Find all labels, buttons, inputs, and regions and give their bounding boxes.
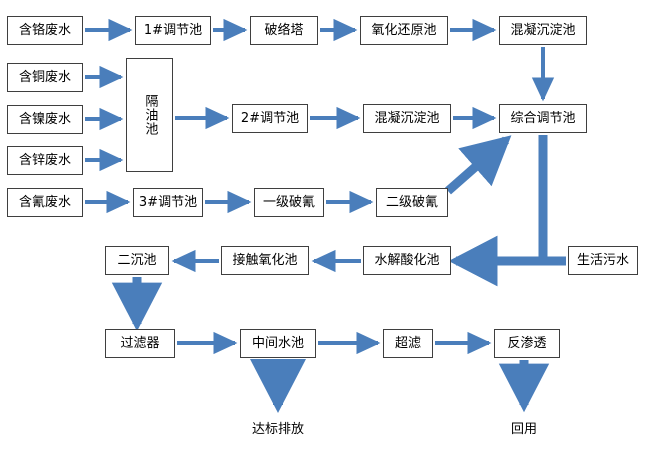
node-domestic-wastewater[interactable]: 生活污水 — [568, 246, 638, 275]
node-redox-tank[interactable]: 氧化还原池 — [360, 16, 448, 45]
node-chrome-wastewater[interactable]: 含铬废水 — [7, 16, 83, 45]
arrow-cyanide2-to-comptank — [445, 135, 512, 195]
node-cyanide-breaking-stage-2[interactable]: 二级破氰 — [376, 188, 448, 217]
node-nickel-wastewater[interactable]: 含镍废水 — [7, 105, 83, 134]
node-secondary-sedimentation-tank[interactable]: 二沉池 — [105, 246, 169, 275]
node-tank3[interactable]: 3#调节池 — [133, 188, 203, 217]
node-comprehensive-regulating-tank[interactable]: 综合调节池 — [499, 104, 587, 133]
node-filter[interactable]: 过滤器 — [105, 329, 175, 358]
node-intermediate-pool[interactable]: 中间水池 — [240, 329, 316, 358]
node-contact-oxidation-tank[interactable]: 接触氧化池 — [221, 246, 309, 275]
node-hydrolysis-acidification-tank[interactable]: 水解酸化池 — [363, 246, 451, 275]
node-coagulation-sedimentation-1[interactable]: 混凝沉淀池 — [499, 16, 587, 45]
node-zinc-wastewater[interactable]: 含锌废水 — [7, 146, 83, 175]
node-reverse-osmosis[interactable]: 反渗透 — [494, 329, 560, 358]
label-reuse: 回用 — [510, 422, 537, 437]
node-tank2[interactable]: 2#调节池 — [232, 104, 308, 133]
arrow-comptank-to-hydrolysis — [448, 135, 548, 287]
node-coagulation-sedimentation-2[interactable]: 混凝沉淀池 — [363, 104, 451, 133]
node-cyanide-wastewater[interactable]: 含氰废水 — [7, 188, 83, 217]
node-copper-wastewater[interactable]: 含铜废水 — [7, 63, 83, 92]
node-oil-separation-tank[interactable]: 隔油池 — [126, 58, 173, 172]
node-ultrafiltration[interactable]: 超滤 — [383, 329, 433, 358]
node-tank1[interactable]: 1#调节池 — [135, 16, 211, 45]
label-compliant-discharge: 达标排放 — [251, 422, 304, 437]
node-decomplexing-tower[interactable]: 破络塔 — [250, 16, 318, 45]
node-cyanide-breaking-stage-1[interactable]: 一级破氰 — [254, 188, 324, 217]
